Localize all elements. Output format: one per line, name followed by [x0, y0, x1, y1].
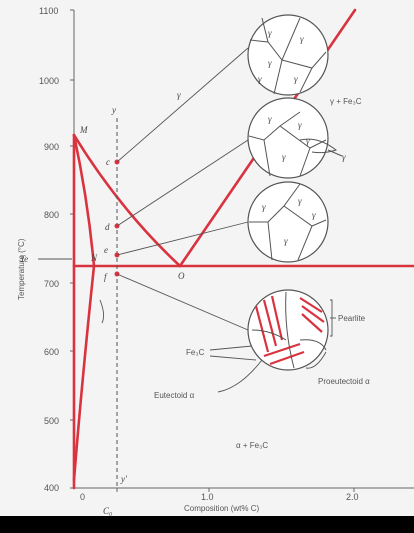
- microstructure-gamma-alpha: γ γ γ γ γ: [247, 97, 346, 179]
- label-c: c: [106, 157, 110, 167]
- region-gamma: γ: [177, 90, 181, 100]
- y-tick-800: 800: [44, 210, 59, 220]
- label-eutectoid: Eutectoid α: [154, 391, 195, 400]
- label-d: d: [105, 222, 110, 232]
- x-tick-2: 2.0: [346, 492, 359, 502]
- plot-background: [0, 0, 414, 516]
- label-O: O: [178, 271, 185, 281]
- svg-text:γ: γ: [284, 236, 288, 246]
- te-label: Te: [20, 254, 28, 264]
- svg-text:γ: γ: [262, 202, 266, 212]
- svg-text:γ: γ: [268, 58, 272, 68]
- leader-lines: [99, 47, 249, 331]
- label-N: N: [90, 253, 98, 263]
- y-axis-label: Temperature (°C): [17, 238, 26, 300]
- y-tick-1000: 1000: [39, 76, 59, 86]
- label-f: f: [104, 272, 108, 282]
- x-ticks: [116, 488, 355, 492]
- svg-text:γ: γ: [298, 120, 302, 130]
- label-y: y: [111, 105, 116, 115]
- x-axis-label: Composition (wt% C): [184, 504, 259, 513]
- svg-text:γ: γ: [258, 74, 262, 84]
- microstructure-gamma: γ γ γ γ γ: [247, 14, 329, 96]
- label-y-prime: y': [120, 474, 128, 484]
- svg-text:γ: γ: [342, 152, 346, 162]
- svg-text:γ: γ: [298, 196, 302, 206]
- y-tick-700: 700: [44, 279, 59, 289]
- x-tick-1: 1.0: [201, 492, 214, 502]
- label-fe3c: Fe₃C: [186, 348, 205, 357]
- svg-text:γ: γ: [268, 114, 272, 124]
- svg-text:γ: γ: [300, 34, 304, 44]
- microstructure-alpha-gamma: γ γ γ γ: [247, 181, 329, 263]
- microstructure-pearlite: [247, 289, 329, 371]
- y-tick-500: 500: [44, 416, 59, 426]
- y-tick-600: 600: [44, 347, 59, 357]
- svg-text:γ: γ: [282, 152, 286, 162]
- y-tick-400: 400: [44, 483, 59, 493]
- label-M: M: [79, 125, 88, 135]
- label-e: e: [104, 245, 108, 255]
- x-marker-c0: C₀: [103, 506, 112, 516]
- svg-text:γ: γ: [306, 136, 310, 146]
- svg-text:γ: γ: [294, 74, 298, 84]
- region-alpha-fe3c: α + Fe₃C: [236, 441, 268, 450]
- y-tick-900: 900: [44, 142, 59, 152]
- alpha-gamma-boundary: [72, 133, 96, 268]
- region-gamma-fe3c: γ + Fe₃C: [330, 97, 362, 106]
- y-tick-1100: 1100: [39, 6, 58, 16]
- x-tick-0: 0: [80, 492, 85, 502]
- a3-line: [72, 133, 182, 268]
- label-proeutectoid: Proeutectoid α: [318, 377, 370, 386]
- grain-label: γ: [268, 28, 272, 38]
- alpha-solvus: [72, 264, 96, 482]
- label-pearlite: Pearlite: [338, 314, 366, 323]
- annotation-leaders: [209, 299, 336, 393]
- svg-text:γ: γ: [312, 210, 316, 220]
